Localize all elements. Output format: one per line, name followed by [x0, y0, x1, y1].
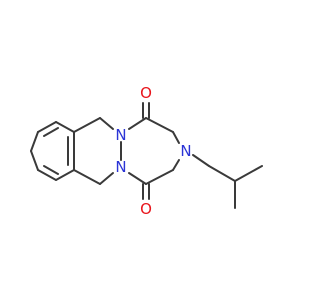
bond	[172, 159, 180, 171]
bond	[55, 169, 75, 181]
bond	[55, 121, 75, 133]
atom-label-nitrogen: N	[115, 158, 126, 176]
atom-label-nitrogen: N	[115, 126, 126, 144]
bond	[145, 169, 174, 185]
bond	[30, 150, 39, 171]
bond	[128, 172, 147, 185]
bond	[99, 172, 114, 185]
benzene-ring	[30, 121, 75, 181]
bond	[99, 117, 114, 130]
atom-label-oxygen: O	[140, 200, 152, 218]
structure-diagram: O O N N N	[30, 84, 263, 218]
bond	[145, 117, 174, 133]
bond	[30, 131, 39, 152]
atom-label-nitrogen: N	[180, 142, 191, 160]
bond	[234, 165, 263, 182]
bond	[73, 117, 101, 133]
bond	[208, 165, 236, 182]
double-bond-inner	[43, 165, 59, 175]
bond	[37, 169, 57, 181]
double-bond-inner	[43, 127, 59, 137]
bond	[128, 117, 147, 130]
bond	[73, 169, 101, 185]
bond	[37, 121, 57, 133]
bond	[172, 131, 180, 144]
bond	[192, 154, 210, 167]
atom-label-oxygen: O	[140, 84, 152, 102]
